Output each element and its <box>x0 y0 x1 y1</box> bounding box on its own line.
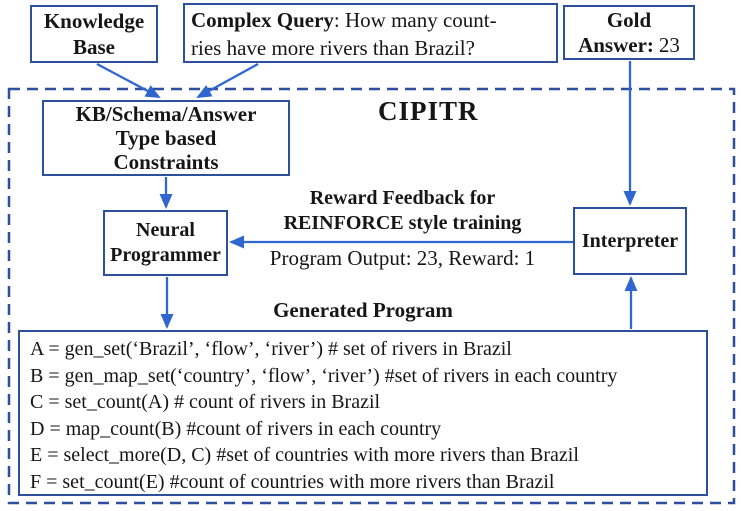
program-output-text: Program Output: 23, Reward: 1 <box>269 246 536 270</box>
complex-query-text-part2: ries have more rivers than Brazil? <box>191 36 475 60</box>
program-line: E = select_more(D, C) #set of countries … <box>30 444 579 466</box>
program-line: D = map_count(B) #count of rivers in eac… <box>30 417 442 440</box>
reward-feedback-line2: REINFORCE style training <box>283 212 522 234</box>
gold-answer-label-line2: Answer: <box>578 32 654 57</box>
constraints-line3: Constraints <box>113 150 219 174</box>
knowledge-base-label-line1: Knowledge <box>43 9 145 33</box>
gold-answer-line2: Answer:23 <box>578 33 680 58</box>
program-line: B = gen_map_set(‘country’, ‘flow’, ‘rive… <box>30 364 618 387</box>
neural-programmer-box: Neural Programmer <box>103 210 228 276</box>
neural-programmer-line1: Neural <box>136 219 195 241</box>
arrow-knowledge-base-to-constraints <box>96 62 161 99</box>
complex-query-box: Complex Query: How many count- ries have… <box>183 3 558 63</box>
complex-query-line1: Complex Query: How many count- <box>191 6 550 34</box>
gold-answer-label-line1: Gold <box>606 7 652 32</box>
gold-answer-box: Gold Answer:23 <box>563 5 695 60</box>
neural-programmer-line2: Programmer <box>110 244 221 266</box>
constraints-box: KB/Schema/Answer Type based Constraints <box>42 100 290 176</box>
constraints-line2: Type based <box>115 126 217 150</box>
interpreter-label: Interpreter <box>581 229 679 252</box>
constraints-line1: KB/Schema/Answer <box>75 102 257 126</box>
reward-feedback-caption: Reward Feedback for REINFORCE style trai… <box>245 186 560 236</box>
reward-feedback-line1: Reward Feedback for <box>309 187 496 209</box>
knowledge-base-box: Knowledge Base <box>30 5 158 63</box>
program-line: F = set_count(E) #count of countries wit… <box>30 470 555 493</box>
program-line: C = set_count(A) # count of rivers in Br… <box>30 391 381 413</box>
interpreter-box: Interpreter <box>573 207 687 275</box>
arrow-complex-query-to-constraints <box>196 62 259 99</box>
complex-query-text-part1: : How many count- <box>333 8 497 32</box>
gold-answer-value: 23 <box>658 32 680 57</box>
cipitr-title: CIPITR <box>378 96 479 126</box>
generated-program-box: A = gen_set(‘Brazil’, ‘flow’, ‘river’) #… <box>18 330 708 496</box>
program-line: A = gen_set(‘Brazil’, ‘flow’, ‘river’) #… <box>30 338 512 360</box>
knowledge-base-label-line2: Base <box>73 35 115 59</box>
generated-program-title: Generated Program <box>273 298 453 322</box>
complex-query-label: Complex Query <box>191 8 334 32</box>
